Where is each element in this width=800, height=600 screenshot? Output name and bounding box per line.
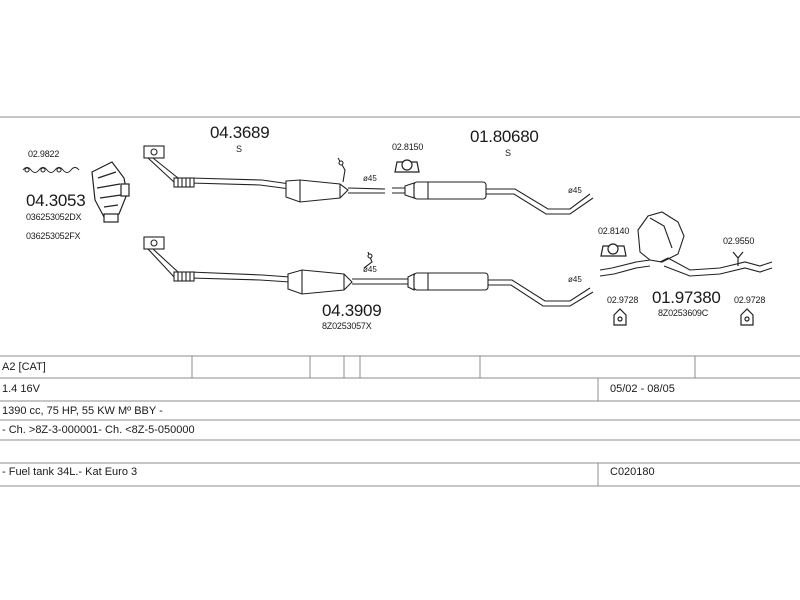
catalog-code: C020180 <box>610 466 655 478</box>
diameter-label-1: ø45 <box>363 174 377 183</box>
clamp-02-8150 <box>394 159 420 173</box>
part-04-3909-label: 04.3909 <box>322 301 382 320</box>
vehicle-spec: 1390 cc, 75 HP, 55 KW Mº BBY - <box>2 405 163 417</box>
part-02-8150-label: 02.8150 <box>392 142 424 152</box>
part-01-80680-suffix: S <box>505 148 511 158</box>
vehicle-notes: - Fuel tank 34L.- Kat Euro 3 <box>2 466 138 478</box>
part-01-80680-label: 01.80680 <box>470 127 539 146</box>
part-04-3909-code: 8Z0253057X <box>322 321 372 331</box>
part-04-3053-code2: 036253052FX <box>26 231 81 241</box>
gasket-02-9822 <box>22 167 80 173</box>
clamp-02-8140 <box>600 243 627 257</box>
part-04-3689-suffix: S <box>236 144 242 154</box>
front-pipe-lower <box>143 236 594 307</box>
part-02-9822-label: 02.9822 <box>28 149 60 159</box>
part-02-9550-label: 02.9550 <box>723 236 755 246</box>
diameter-label-2: ø45 <box>568 186 582 195</box>
diameter-label-4: ø45 <box>568 275 582 284</box>
part-01-97380-code: 8Z0253609C <box>658 308 709 318</box>
part-01-97380-label: 01.97380 <box>652 288 721 307</box>
front-pipe-upper <box>143 145 386 203</box>
rubber-mount-left <box>613 308 627 326</box>
vehicle-chassis: - Ch. >8Z-3-000001- Ch. <8Z-5-050000 <box>2 424 195 436</box>
part-04-3053-code1: 036253052DX <box>26 212 82 222</box>
vehicle-engine: 1.4 16V <box>2 383 40 395</box>
rear-silencer <box>599 211 773 277</box>
frame-lines <box>0 116 800 487</box>
part-02-9728-label-right: 02.9728 <box>734 295 766 305</box>
vehicle-period: 05/02 - 08/05 <box>610 383 675 395</box>
part-04-3689-label: 04.3689 <box>210 123 270 142</box>
manifold-catalyst <box>91 161 130 223</box>
part-02-9728-label-left: 02.9728 <box>607 295 639 305</box>
vehicle-model: A2 [CAT] <box>2 361 46 373</box>
rubber-mount-right <box>740 308 754 326</box>
part-04-3053-label: 04.3053 <box>26 191 86 210</box>
part-02-8140-label: 02.8140 <box>598 226 630 236</box>
middle-silencer-upper <box>392 181 594 215</box>
diameter-label-3: ø45 <box>363 265 377 274</box>
hanger-02-9550 <box>732 251 744 266</box>
